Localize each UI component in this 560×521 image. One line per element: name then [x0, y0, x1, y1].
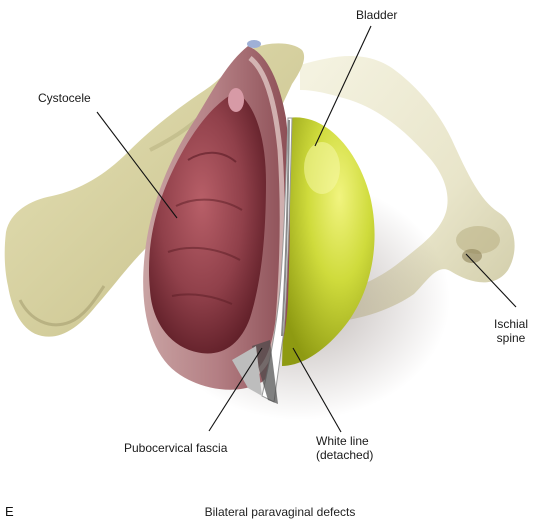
white-line-label-line1: White line — [316, 434, 369, 448]
ischial-spine-label-line1: Ischial — [494, 317, 529, 331]
ischial-spine-shadow — [456, 226, 500, 254]
leader-bladder — [314, 25, 372, 147]
cystocele-label: Cystocele — [38, 91, 91, 105]
leader-white-line — [292, 347, 342, 433]
ischial-spine-label-line2: spine — [496, 331, 526, 345]
leader-pubocervical — [208, 347, 263, 432]
panel-letter: E — [5, 504, 14, 519]
white-line-edge — [281, 119, 290, 337]
ischial-spine-label: Ischial spine — [494, 317, 528, 345]
right-pelvic-bone — [300, 55, 515, 323]
leader-cystocele — [96, 111, 178, 219]
leader-lines — [96, 25, 517, 433]
leader-ischial-spine — [465, 253, 517, 308]
white-line-label-line2: (detached) — [316, 448, 374, 462]
cystocele-shape — [148, 92, 266, 354]
figure-caption: Bilateral paravaginal defects — [204, 505, 356, 519]
bladder-shape — [282, 117, 375, 366]
pubocervical-fascia-label: Pubocervical fascia — [124, 441, 228, 455]
white-line-label: White line (detached) — [316, 434, 373, 462]
bladder-label: Bladder — [356, 8, 398, 22]
